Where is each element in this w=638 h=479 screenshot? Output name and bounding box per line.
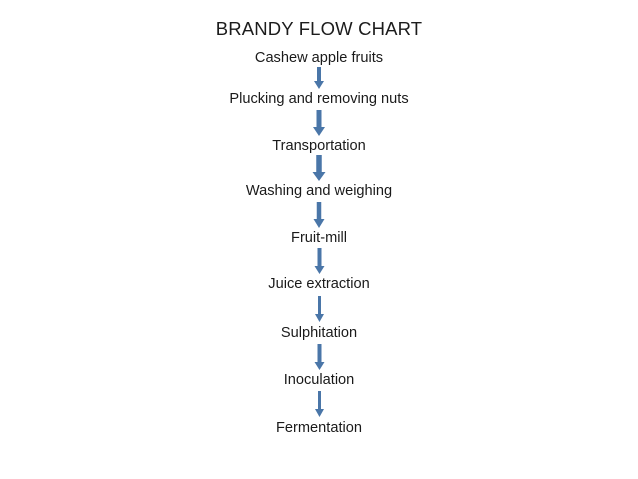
flow-node-3: Transportation [272,137,366,154]
flow-node-2: Plucking and removing nuts [229,91,409,108]
flow-arrow-down-icon-7 [314,343,324,370]
flow-node-7: Sulphitation [280,325,358,342]
flow-arrow-down-icon-1 [314,67,324,90]
flow-arrow-down-icon-3 [312,155,326,182]
flow-arrow-down-icon-8 [314,391,324,418]
flow-arrow-down-icon-2 [313,109,325,136]
flow-node-4: Washing and weighing [245,183,393,200]
flow-arrow-down-icon-6 [314,296,324,323]
flow-node-6: Juice extraction [268,276,370,293]
flow-arrow-down-icon-4 [313,201,325,228]
flow-node-9: Fermentation [276,420,362,437]
flow-node-8: Inoculation [283,371,355,388]
flow-node-1: Cashew apple fruits [254,49,384,66]
page-title: BRANDY FLOW CHART [215,18,423,39]
flow-node-5: Fruit-mill [291,229,347,246]
flow-arrow-down-icon-5 [314,248,324,275]
